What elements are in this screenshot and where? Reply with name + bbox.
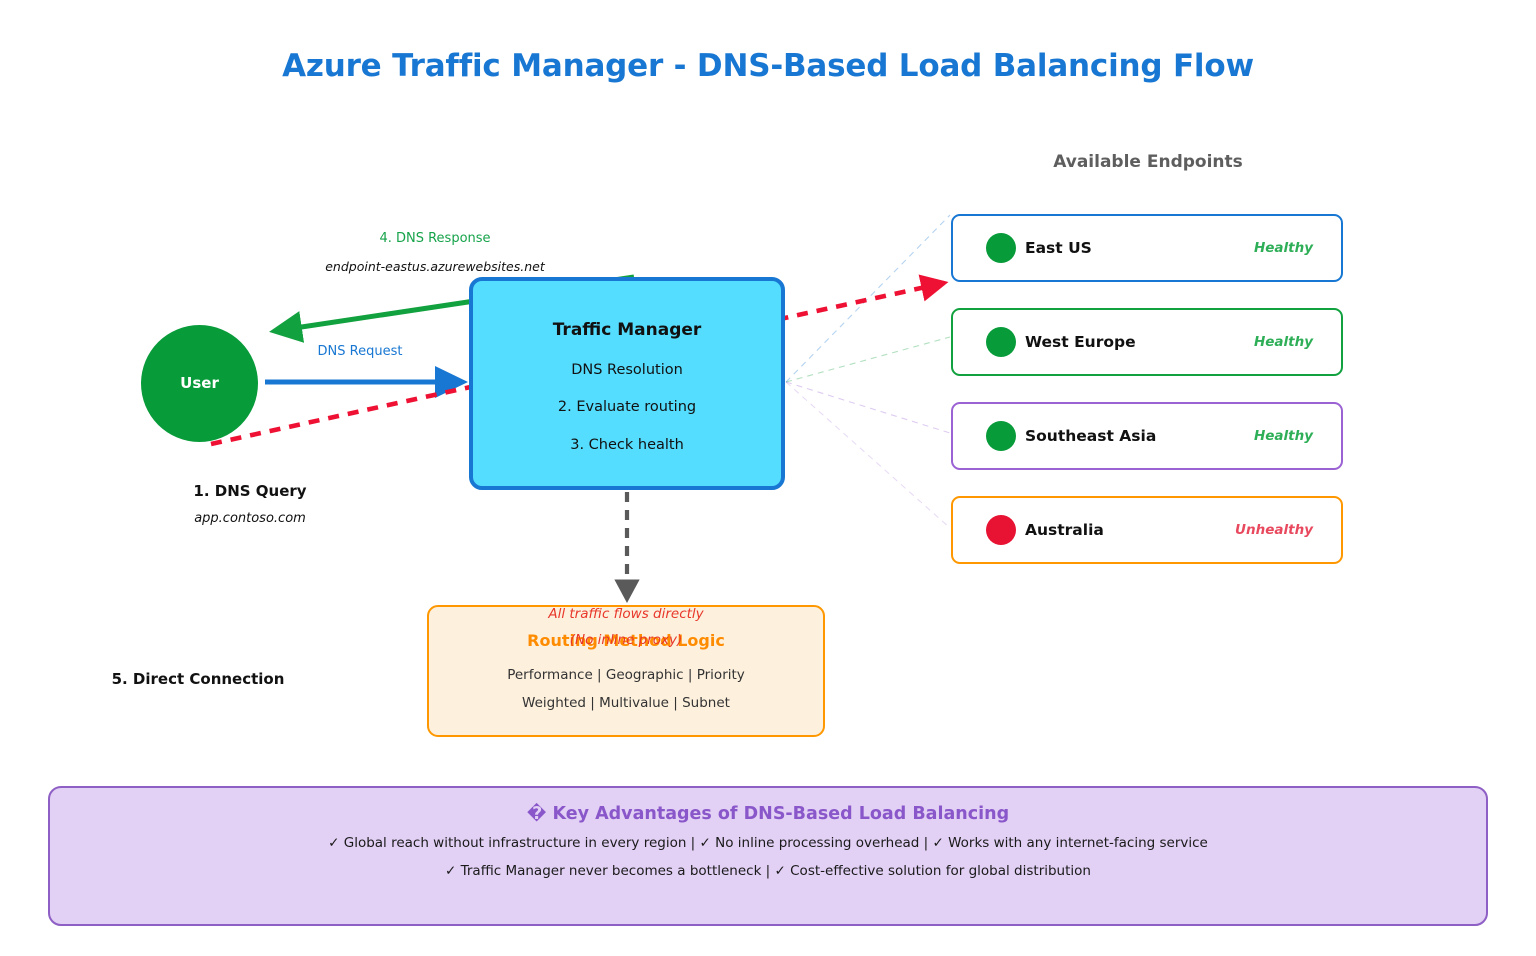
overlay-text-no-inline-proxy: (No inline proxy) <box>569 632 683 648</box>
traffic-manager-line-3: 3. Check health <box>570 437 684 453</box>
status-dot-icon <box>986 421 1016 451</box>
routing-method-logic-box[interactable] <box>427 605 825 737</box>
endpoint-card-australia[interactable]: Australia Unhealthy <box>951 496 1343 564</box>
endpoint-card-east-us[interactable]: East US Healthy <box>951 214 1343 282</box>
endpoint-card-west-europe[interactable]: West Europe Healthy <box>951 308 1343 376</box>
endpoint-status-badge: Healthy <box>1253 428 1313 444</box>
label-dns-query-domain: app.contoso.com <box>194 511 306 526</box>
status-dot-icon <box>986 327 1016 357</box>
endpoint-status-badge: Healthy <box>1253 334 1313 350</box>
label-dns-request: DNS Request <box>317 344 403 359</box>
page-title: Azure Traffic Manager - DNS-Based Load B… <box>282 48 1254 84</box>
routing-methods-line-2: Weighted | Multivalue | Subnet <box>522 695 730 711</box>
endpoint-name: Australia <box>1025 521 1104 539</box>
label-dns-query-step: 1. DNS Query <box>193 482 307 500</box>
endpoint-name: Southeast Asia <box>1025 427 1157 445</box>
fanout-line-australia <box>785 381 951 529</box>
endpoint-name: West Europe <box>1025 333 1136 351</box>
fanout-line-west-europe <box>785 336 951 383</box>
endpoints-panel-title: Available Endpoints <box>1053 152 1243 172</box>
endpoint-card-southeast-asia[interactable]: Southeast Asia Healthy <box>951 402 1343 470</box>
status-dot-icon <box>986 233 1016 263</box>
fanout-line-east-us <box>785 214 951 383</box>
traffic-manager-line-2: 2. Evaluate routing <box>557 399 697 415</box>
traffic-manager-node[interactable] <box>469 277 785 490</box>
endpoint-name: East US <box>1025 239 1092 257</box>
fanout-line-southeast-asia <box>785 381 951 434</box>
status-dot-icon <box>986 515 1016 545</box>
user-node[interactable] <box>141 325 258 442</box>
overlay-text-all-traffic-direct: All traffic flows directly <box>548 606 704 622</box>
key-advantages-line-2: ✓ Traffic Manager never becomes a bottle… <box>445 863 1091 879</box>
key-advantages-title: � Key Advantages of DNS-Based Load Balan… <box>526 804 1010 824</box>
key-advantages-line-1: ✓ Global reach without infrastructure in… <box>328 835 1208 851</box>
endpoint-status-badge: Unhealthy <box>1235 522 1313 538</box>
label-dns-response-endpoint: endpoint-eastus.azurewebsites.net <box>325 259 545 274</box>
traffic-manager-line-1: DNS Resolution <box>571 362 683 378</box>
label-dns-response: 4. DNS Response <box>379 231 491 246</box>
routing-method-logic-title: Routing Method Logic <box>527 631 725 650</box>
routing-methods-line-1: Performance | Geographic | Priority <box>507 667 745 683</box>
label-direct-connection: 5. Direct Connection <box>111 670 285 688</box>
traffic-manager-title: Traffic Manager <box>552 320 702 340</box>
user-node-label: User <box>180 374 219 392</box>
key-advantages-box <box>48 786 1488 926</box>
endpoint-status-badge: Healthy <box>1253 240 1313 256</box>
